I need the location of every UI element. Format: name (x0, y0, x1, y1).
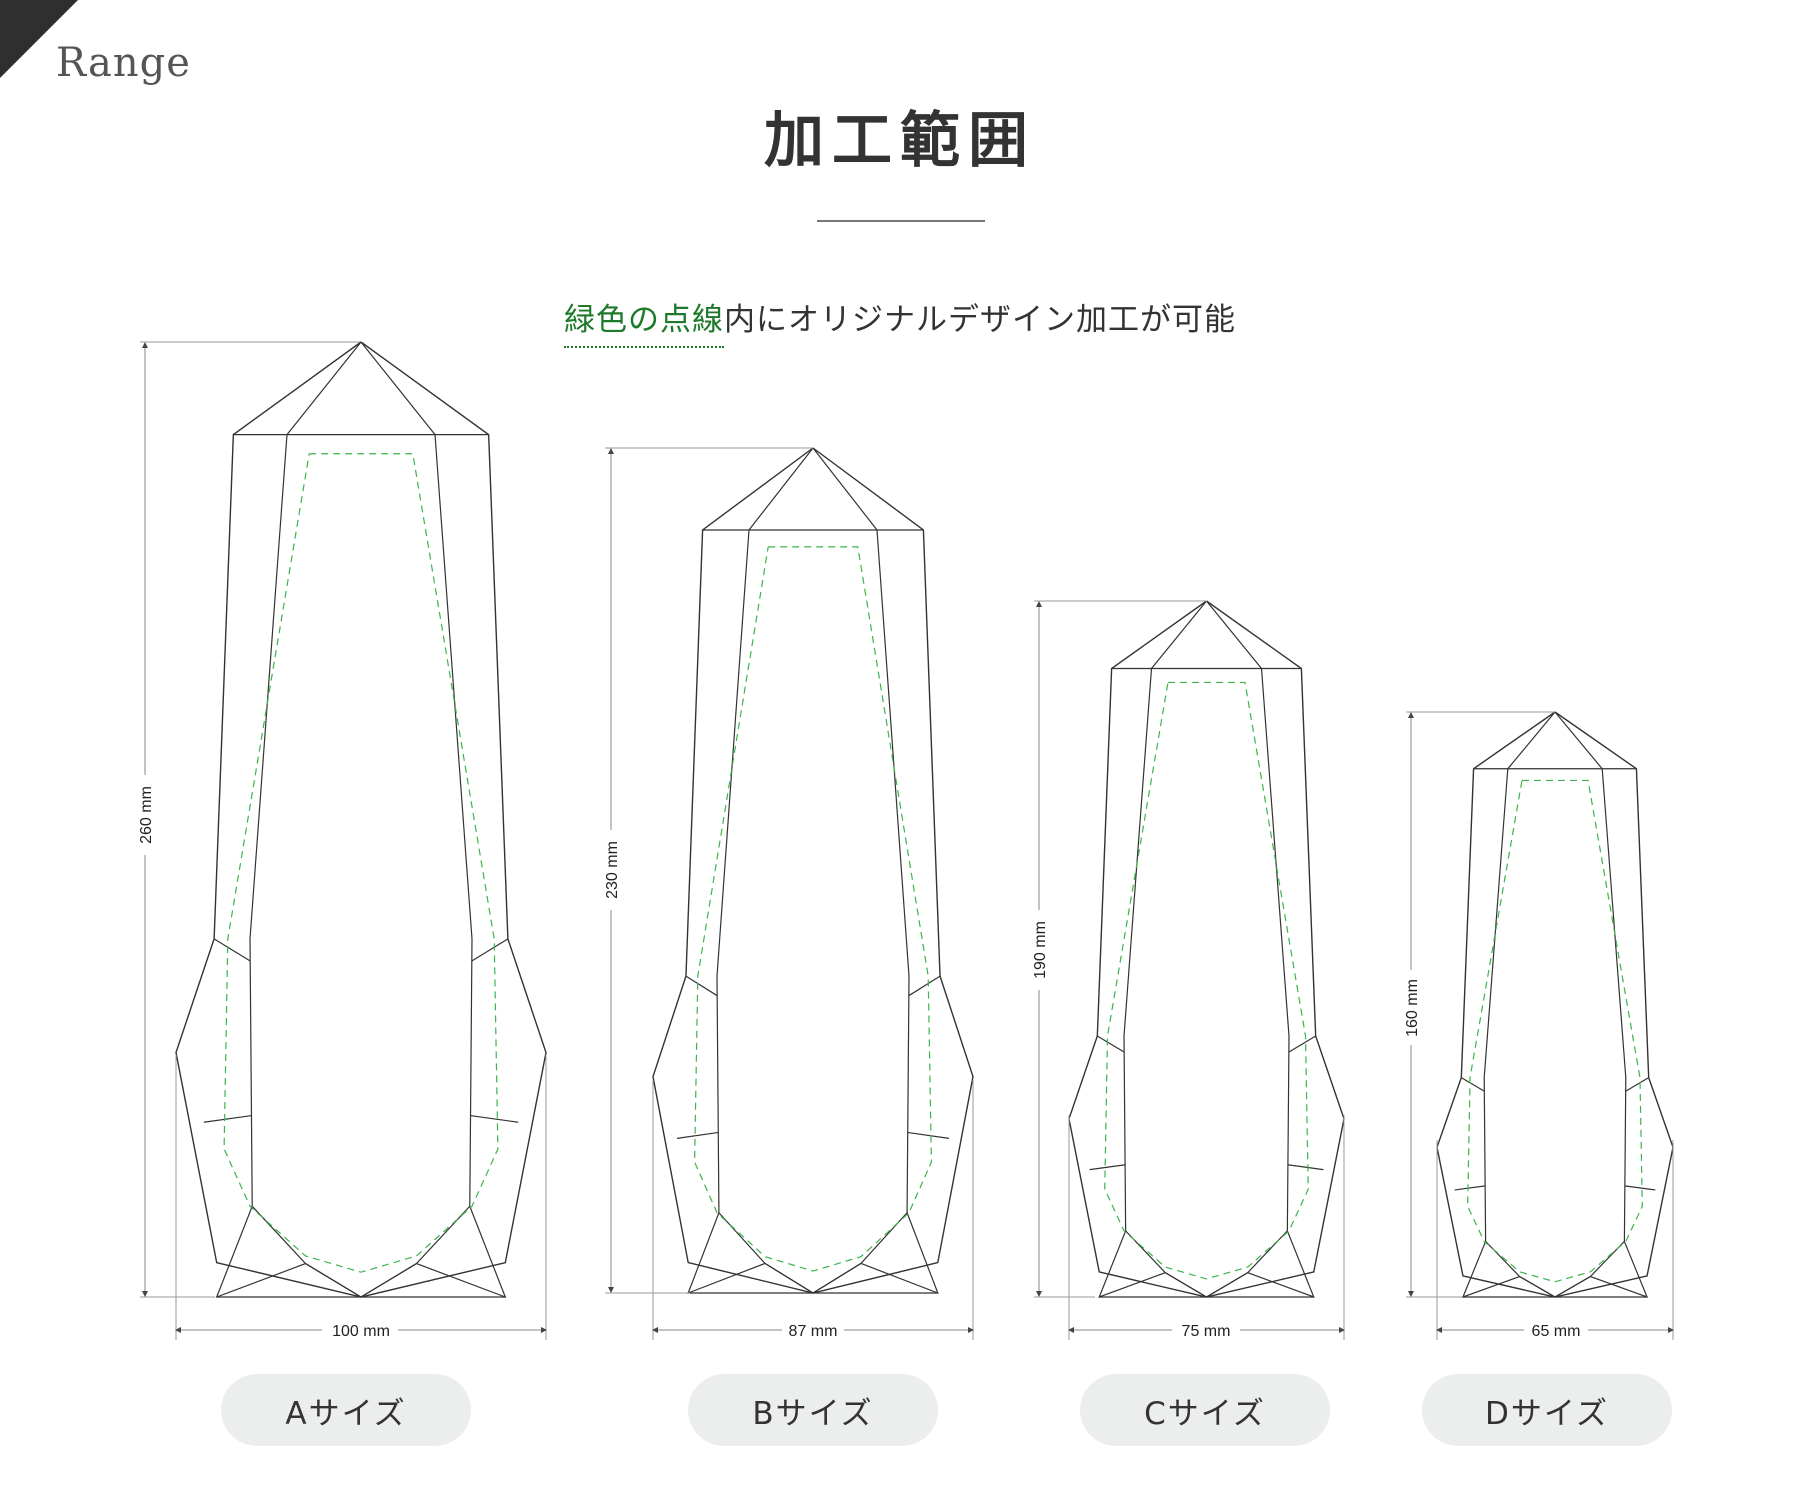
height-label-c: 190 mm (1032, 921, 1049, 979)
vase-c (1034, 599, 1346, 1340)
width-label-a: 100 mm (332, 1323, 390, 1340)
width-label-d: 65 mm (1532, 1323, 1581, 1340)
subtitle: 緑色の点線内にオリジナルデザイン加工が可能 (0, 294, 1800, 339)
title-divider (817, 220, 985, 222)
subtitle-text: 内にオリジナルデザイン加工が可能 (724, 302, 1236, 338)
width-label-b: 87 mm (789, 1323, 838, 1340)
height-label-b: 230 mm (604, 841, 621, 899)
vase-d (1406, 710, 1675, 1340)
size-a-button[interactable]: Aサイズ (221, 1374, 471, 1446)
section-eyebrow: Range (56, 40, 191, 86)
page-title: 加工範囲 (764, 106, 1036, 176)
height-label-d: 160 mm (1404, 979, 1421, 1037)
height-label-a: 260 mm (138, 786, 155, 844)
size-c-button[interactable]: Cサイズ (1080, 1374, 1330, 1446)
size-b-button[interactable]: Bサイズ (688, 1374, 938, 1446)
size-d-button[interactable]: Dサイズ (1422, 1374, 1672, 1446)
subtitle-highlight: 緑色の点線 (564, 302, 724, 338)
width-label-c: 75 mm (1182, 1323, 1231, 1340)
corner-decoration (0, 0, 78, 78)
vase-b (605, 448, 973, 1340)
vase-a (140, 342, 546, 1340)
